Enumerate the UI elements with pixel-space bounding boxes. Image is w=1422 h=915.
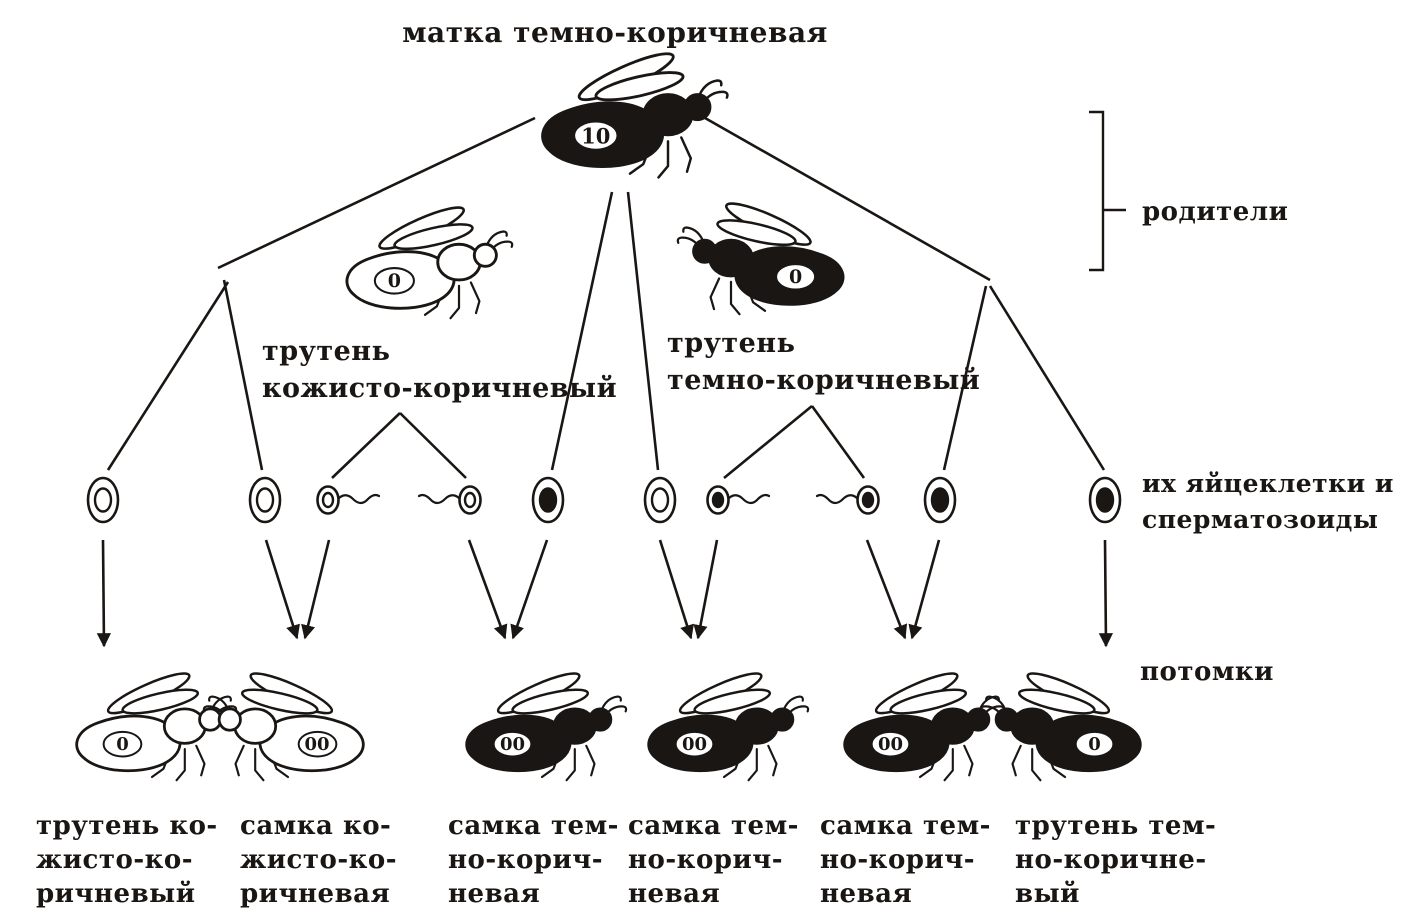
egg-cell [86,476,120,524]
egg-cell [923,476,957,524]
offspring-2-label-line3: ричневая [240,879,390,909]
chromosome-marks: 10 [581,123,610,148]
drone-leathery-bee-illustration [345,199,514,320]
chromosome-marks: 0 [789,266,802,288]
offspring-5-label-line3: невая [820,879,912,909]
drone-light-sperm-lines [331,412,467,479]
chromosome-marks: 00 [500,734,525,755]
drone-leathery-label-line2: кожисто-коричневый [262,373,617,404]
offspring-2-label-line1: самка ко- [240,811,391,841]
offspring-1-label-line3: ричневый [36,879,195,909]
offspring-section-label: потомки [1140,657,1274,687]
offspring-1-label-line2: жисто-ко- [36,845,193,875]
arrow-egg5 [510,539,549,640]
egg-cell [531,476,565,524]
arrow-egg10 [1098,539,1114,648]
offspring-labels: трутень ко- жисто-ко- ричневый самка ко-… [36,811,1216,909]
egg-cell [248,476,282,524]
sperm-tail [335,493,381,505]
offspring-bee-2 [202,665,365,782]
arrow-egg2 [264,539,300,640]
gametes-section-label-line2: сперматозоиды [1142,505,1378,534]
sperm-tail [815,493,861,505]
parents-section-label: родители [1142,197,1288,227]
offspring-4-label-line1: самка тем- [628,811,799,841]
egg-cell [1088,476,1122,524]
offspring-1-label-line1: трутень ко- [36,811,218,841]
queen-label: матка темно-коричневая [402,16,828,49]
sperm-cell [316,485,381,515]
offspring-bee-6 [979,665,1142,782]
sperm-cell [706,485,771,515]
gamete-arrows [96,539,1114,648]
chromosome-marks: 00 [878,734,903,755]
offspring-5-label-line1: самка тем- [820,811,991,841]
queen-to-eggs-line [550,191,660,471]
arrow-sperm4 [467,539,508,640]
queen-to-right-line [704,116,1106,471]
offspring-3-label-line1: самка тем- [448,811,619,841]
sperm-tail [417,493,463,505]
offspring-6-label-line3: вый [1015,879,1080,909]
arrow-egg9 [908,539,941,640]
sperm-cell [417,485,482,515]
arrow-egg1 [96,539,112,648]
offspring-bee-1 [75,665,238,782]
arrow-sperm8 [865,539,908,640]
drone-leathery-label-line1: трутень [262,336,390,367]
offspring-3-label-line3: невая [448,879,540,909]
drone-dark-bee-illustration [676,195,845,316]
offspring-bee-5 [843,665,1006,782]
gametes-section-label-line1: их яйцеклетки и [1142,469,1394,498]
offspring-6-label-line2: но-коричне- [1015,845,1207,875]
sperm-tail [725,493,771,505]
sperm-cell [815,485,880,515]
offspring-6-label-line1: трутень тем- [1015,811,1216,841]
offspring-bee-3 [465,665,628,782]
queen-to-left-line [106,116,536,471]
offspring-2-label-line2: жисто-ко- [240,845,397,875]
arrow-egg6 [658,539,694,640]
offspring-5-label-line2: но-корич- [820,845,975,875]
arrow-sperm7 [693,539,719,640]
chromosome-marks: 0 [388,270,401,292]
offspring-4-label-line3: невая [628,879,720,909]
queen-bee-illustration [541,44,730,180]
offspring-bee-4 [647,665,810,782]
offspring-3-label-line2: но-корич- [448,845,603,875]
chromosome-marks: 0 [116,734,129,755]
drone-dark-label-line2: темно-коричневый [667,365,980,396]
offspring-4-label-line2: но-корич- [628,845,783,875]
parents-bracket [1089,110,1126,272]
drone-dark-sperm-lines [723,404,866,480]
egg-cell [643,476,677,524]
drone-dark-label-line1: трутень [667,328,795,359]
chromosome-marks: 0 [1088,734,1101,755]
chromosome-marks: 00 [682,734,707,755]
arrow-sperm3 [301,539,331,640]
chromosome-marks: 00 [304,734,329,755]
connector-lines [106,116,1106,480]
gametes-layer [86,476,1122,524]
